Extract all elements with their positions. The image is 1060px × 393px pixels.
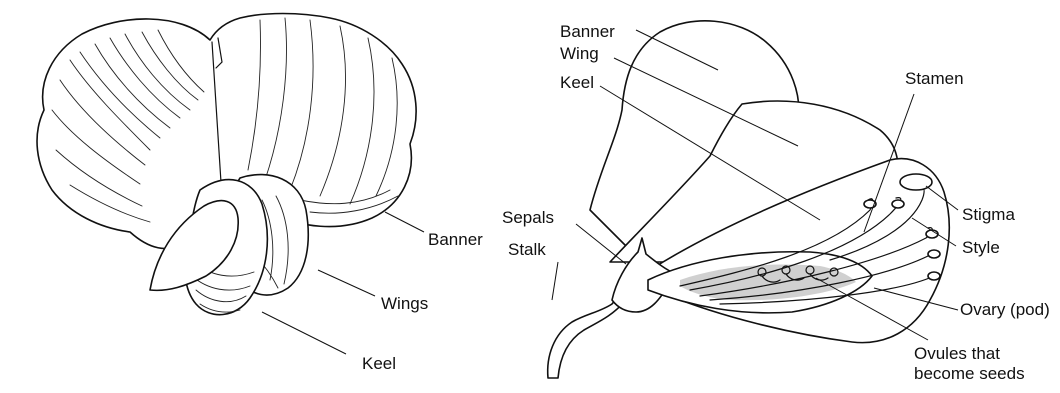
left-label-wings: Wings <box>381 294 428 313</box>
right-label-banner: Banner <box>560 22 615 41</box>
right-label-ovules-line2: become seeds <box>914 364 1025 383</box>
pea-flower-section-illustration <box>530 0 1060 393</box>
right-label-stamen: Stamen <box>905 69 964 88</box>
left-wings-leader <box>318 270 375 296</box>
right-label-stigma: Stigma <box>962 205 1015 224</box>
pea-flower-external-illustration <box>0 0 530 393</box>
right-label-wing: Wing <box>560 44 599 63</box>
right-label-sepals: Sepals <box>502 208 554 227</box>
stalk-leader <box>552 262 558 300</box>
right-label-style: Style <box>962 238 1000 257</box>
right-label-ovules-line1: Ovules that <box>914 344 1000 363</box>
right-label-ovary: Ovary (pod) <box>960 300 1050 319</box>
left-label-keel: Keel <box>362 354 396 373</box>
right-label-keel: Keel <box>560 73 594 92</box>
stalk <box>548 294 624 378</box>
right-label-stalk: Stalk <box>508 240 546 259</box>
left-label-banner: Banner <box>428 230 483 249</box>
stigma <box>900 174 932 190</box>
left-banner-leader <box>385 212 424 232</box>
left-keel-leader <box>262 312 346 354</box>
